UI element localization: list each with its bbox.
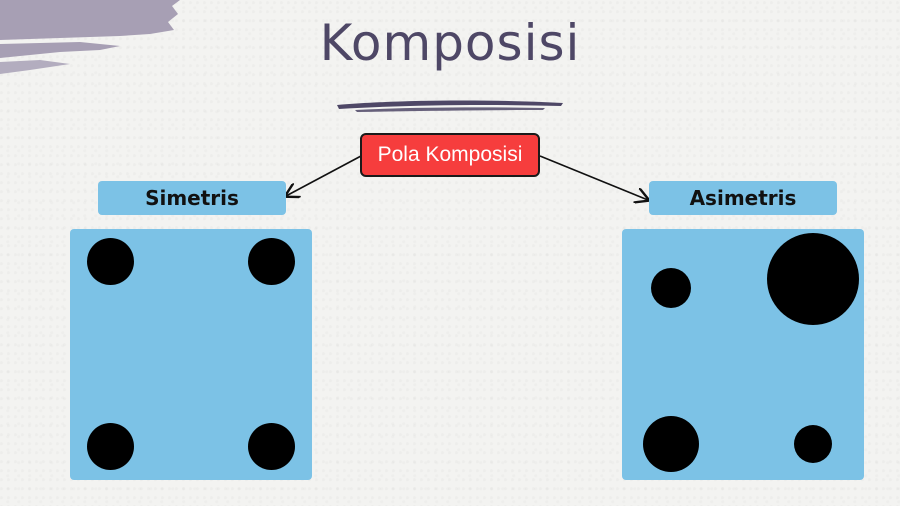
symmetric-example-panel: [70, 229, 312, 480]
branch-label-text: Asimetris: [689, 186, 797, 210]
branch-label-text: Simetris: [145, 186, 239, 210]
center-node-label: Pola Komposisi: [377, 143, 523, 166]
dot-top-left: [87, 238, 134, 285]
center-node-pola-komposisi: Pola Komposisi: [360, 133, 540, 177]
dot-top-right: [248, 238, 295, 285]
brush-stroke-decoration: [0, 0, 180, 74]
arrow-to-asimetris: [539, 155, 648, 200]
arrow-to-simetris: [286, 155, 362, 196]
dot-bottom-right: [248, 423, 295, 470]
dot-large-top-right: [767, 233, 859, 325]
dot-medium-bottom-left: [643, 416, 699, 472]
dot-small-left: [651, 268, 691, 308]
dot-bottom-left: [87, 423, 134, 470]
branch-label-simetris: Simetris: [98, 181, 286, 215]
dot-small-bottom-right: [794, 425, 832, 463]
branch-label-asimetris: Asimetris: [649, 181, 837, 215]
asymmetric-example-panel: [622, 229, 864, 480]
title-underline-stroke: [337, 100, 563, 112]
page-title: Komposisi: [319, 14, 581, 72]
